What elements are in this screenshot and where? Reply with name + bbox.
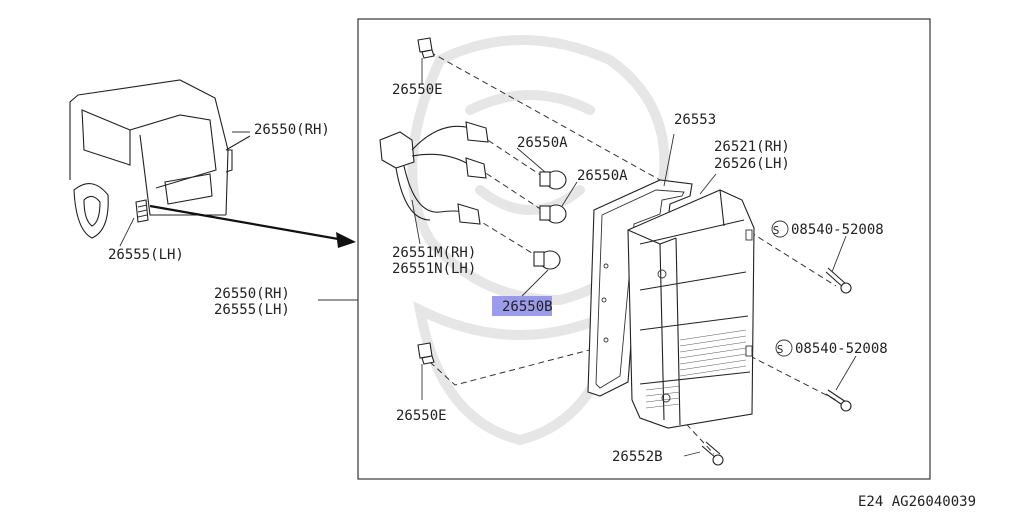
label-vehicle-rh[interactable]: 26550(RH)	[254, 122, 330, 138]
dash-clip-top	[429, 51, 661, 181]
leader-26551	[411, 199, 421, 245]
leader-26550b	[521, 269, 549, 297]
label-26552b[interactable]: 26552B	[612, 449, 663, 465]
diagram-code: E24 AG26040039	[858, 494, 976, 510]
leader-26552b	[683, 451, 701, 457]
vehicle-lh-leader	[119, 217, 135, 247]
label-assembly-rh[interactable]: 26550(RH)	[214, 286, 290, 302]
screw-bottom-symbol: S	[777, 343, 784, 356]
label-screw-top[interactable]: 08540-52008	[791, 222, 884, 238]
dash-clip-bottom	[429, 341, 621, 386]
dash-screw-top	[749, 231, 837, 287]
label-26551m[interactable]: 26551M(RH)	[392, 245, 476, 261]
label-26550a-2[interactable]: 26550A	[577, 168, 628, 184]
label-26551n[interactable]: 26551N(LH)	[392, 261, 476, 277]
clip-26550e-bottom[interactable]	[417, 342, 435, 365]
label-assembly-lh[interactable]: 26555(LH)	[214, 302, 290, 318]
bulb-26550a-1[interactable]	[539, 170, 567, 190]
combination-lamp-body[interactable]	[627, 189, 755, 429]
screw-bottom-symbol-ring	[775, 339, 793, 357]
highlight-26550b	[492, 296, 552, 316]
screw-26552b[interactable]	[701, 441, 724, 466]
diagram-frame	[357, 18, 931, 480]
screw-top[interactable]	[825, 267, 852, 294]
dash-bulb-1	[479, 134, 546, 179]
label-screw-bottom[interactable]: 08540-52008	[795, 341, 888, 357]
locator-arrow	[149, 204, 356, 248]
leader-26521	[699, 173, 717, 195]
screw-top-symbol-ring	[771, 220, 789, 238]
leader-26553	[663, 133, 675, 187]
label-26550e-bottom[interactable]: 26550E	[396, 408, 447, 424]
screw-bottom[interactable]	[825, 389, 852, 412]
wiring-harness[interactable]	[379, 121, 489, 225]
dash-bulb-2	[477, 167, 546, 213]
leader-screw-top	[831, 235, 847, 273]
label-26521[interactable]: 26521(RH)	[714, 139, 790, 155]
label-26526[interactable]: 26526(LH)	[714, 156, 790, 172]
dash-screw-bottom	[749, 355, 837, 401]
clip-26550e-top[interactable]	[417, 37, 435, 59]
dash-bulb-3	[474, 217, 541, 259]
leader-26550a-1	[516, 147, 546, 173]
screw-top-symbol: S	[773, 224, 780, 237]
label-26553[interactable]: 26553	[674, 112, 716, 128]
label-vehicle-lh[interactable]: 26555(LH)	[108, 247, 184, 263]
leader-screw-bottom	[835, 355, 857, 391]
leader-26550a-2	[561, 181, 578, 207]
label-26550e-top[interactable]: 26550E	[392, 82, 443, 98]
bulb-26550b[interactable]	[533, 250, 561, 270]
bulb-26550a-2[interactable]	[539, 204, 567, 224]
label-26550a-1[interactable]: 26550A	[517, 135, 568, 151]
vehicle-rear-illustration	[69, 79, 251, 239]
label-26550b[interactable]: 26550B	[502, 299, 553, 315]
